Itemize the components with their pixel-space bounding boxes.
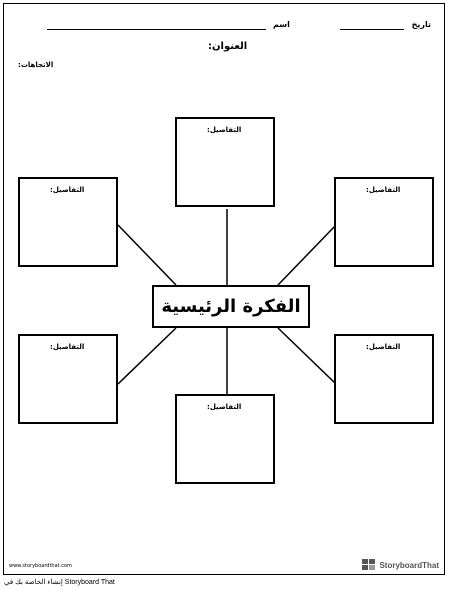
date-label: تاريخ: [411, 20, 431, 29]
connector-top-right: [277, 224, 337, 286]
date-field-line[interactable]: [340, 29, 404, 30]
details-box-label: :التفاصيل: [366, 343, 401, 351]
site-url: www.storyboardthat.com: [9, 563, 72, 569]
details-box-bottom-left[interactable]: :التفاصيل: [18, 334, 118, 424]
storyboardthat-logo: StoryboardThat: [362, 559, 439, 571]
main-idea-text: الفكرة الرئيسية: [161, 296, 301, 317]
details-box-bottom[interactable]: :التفاصيل: [175, 394, 275, 484]
spider-connectors: [117, 209, 337, 395]
name-field-line[interactable]: [47, 29, 266, 30]
footer-credit: إنشاء الخاصة بك في Storyboard That: [4, 579, 115, 586]
connector-bottom-left: [117, 327, 177, 385]
details-box-bottom-right[interactable]: :التفاصيل: [334, 334, 434, 424]
details-box-label: :التفاصيل: [207, 126, 242, 134]
name-label: اسم: [273, 20, 290, 29]
details-box-label: :التفاصيل: [207, 403, 242, 411]
directions-label: :الاتجاهات: [18, 61, 54, 69]
details-box-top[interactable]: :التفاصيل: [175, 117, 275, 207]
connector-bottom-right: [277, 327, 337, 385]
details-box-label: :التفاصيل: [50, 186, 85, 194]
details-box-top-left[interactable]: :التفاصيل: [18, 177, 118, 267]
details-box-top-right[interactable]: :التفاصيل: [334, 177, 434, 267]
connector-top-left: [117, 224, 177, 286]
brand-name: StoryboardThat: [379, 560, 439, 570]
title-label: :العنوان: [208, 41, 248, 52]
details-box-label: :التفاصيل: [366, 186, 401, 194]
worksheet-page: تاريخ اسم :العنوان :الاتجاهات :التفاصيل …: [3, 3, 445, 575]
main-idea-box[interactable]: الفكرة الرئيسية: [152, 285, 310, 328]
details-box-label: :التفاصيل: [50, 343, 85, 351]
storyboard-grid-icon: [362, 559, 376, 571]
